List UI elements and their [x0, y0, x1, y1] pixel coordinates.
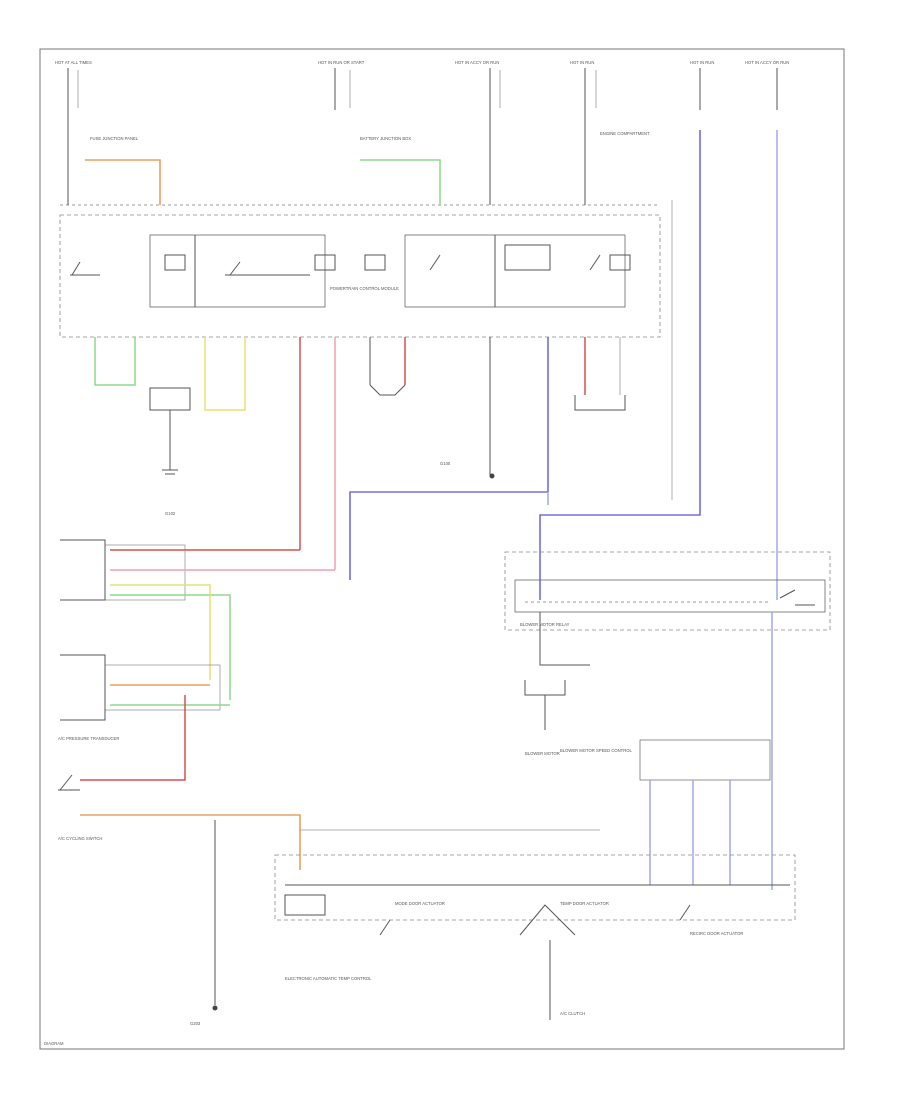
relay-contact	[779, 589, 815, 606]
wire-red-switch	[80, 695, 186, 781]
footer-mark: DIAGRAM	[44, 1041, 64, 1046]
speed-control-box	[639, 739, 771, 781]
control-module-box	[59, 214, 661, 338]
wire-orange-long	[80, 814, 301, 870]
power-label-2: HOT IN RUN OR START	[318, 60, 365, 65]
ground-node-left	[212, 1005, 218, 1011]
mode-door-label: MODE DOOR ACTUATOR	[395, 901, 445, 906]
power-label-1: HOT AT ALL TIMES	[55, 60, 92, 65]
module-output-wires	[94, 337, 621, 570]
wire-green-top	[360, 159, 441, 205]
connector-box-lower-left	[104, 664, 221, 711]
cycling-switch	[58, 774, 80, 791]
resistor-label: BLOWER MOTOR SPEED CONTROL	[560, 748, 632, 753]
cjb-label-1: FUSE JUNCTION PANEL	[90, 136, 139, 141]
relay-box-outer	[504, 551, 831, 631]
power-label-4: HOT IN RUN	[570, 60, 594, 65]
switch-label: A/C CYCLING SWITCH	[58, 836, 102, 841]
recirc-label: RECIRC DOOR ACTUATOR	[690, 931, 743, 936]
wire-orange-top	[85, 159, 161, 205]
panel-internals	[284, 894, 691, 1020]
cjb-label-2: BATTERY JUNCTION BOX	[360, 136, 411, 141]
wire-blue-right	[539, 130, 701, 600]
diagram-frame	[39, 48, 845, 1050]
relay-block-left	[149, 234, 326, 308]
relay-label: BLOWER MOTOR RELAY	[520, 622, 570, 627]
fuse-drops	[67, 68, 778, 110]
connector-box-upper-left	[104, 544, 186, 601]
wire-green-lower	[110, 594, 231, 700]
wire-yellow-lower	[110, 584, 211, 680]
temp-door-label: TEMP DOOR ACTUATOR	[560, 901, 609, 906]
connector-bracket-1	[60, 539, 106, 601]
ground-label-3: G203	[190, 1021, 201, 1026]
blower-motor-symbol	[524, 680, 566, 730]
wire-blue-main	[349, 491, 548, 580]
ground-label-1: G102	[165, 511, 176, 516]
relay-box-inner	[514, 579, 826, 613]
ground-node-mid	[489, 473, 495, 479]
blower-label: BLOWER MOTOR	[525, 751, 560, 756]
ecu-label: ELECTRONIC AUTOMATIC TEMP CONTROL	[285, 976, 372, 981]
connector-bracket-2	[60, 654, 106, 721]
internal-switches	[70, 235, 631, 307]
relay-block-right	[404, 234, 626, 308]
power-label-5: HOT IN RUN	[690, 60, 714, 65]
mid-components	[149, 384, 626, 475]
wire-relay-down	[539, 612, 590, 666]
power-label-6: HOT IN ACCY OR RUN	[745, 60, 789, 65]
ground-label-2: G100	[440, 461, 451, 466]
power-label-3: HOT IN ACCY OR RUN	[455, 60, 499, 65]
press-label: A/C PRESSURE TRANSDUCER	[58, 736, 119, 741]
pcm-label: POWERTRAIN CONTROL MODULE	[330, 286, 399, 291]
control-panel-box	[274, 854, 796, 921]
clutch-label: A/C CLUTCH	[560, 1011, 585, 1016]
cjb-label-3: ENGINE COMPARTMENT	[600, 131, 650, 136]
